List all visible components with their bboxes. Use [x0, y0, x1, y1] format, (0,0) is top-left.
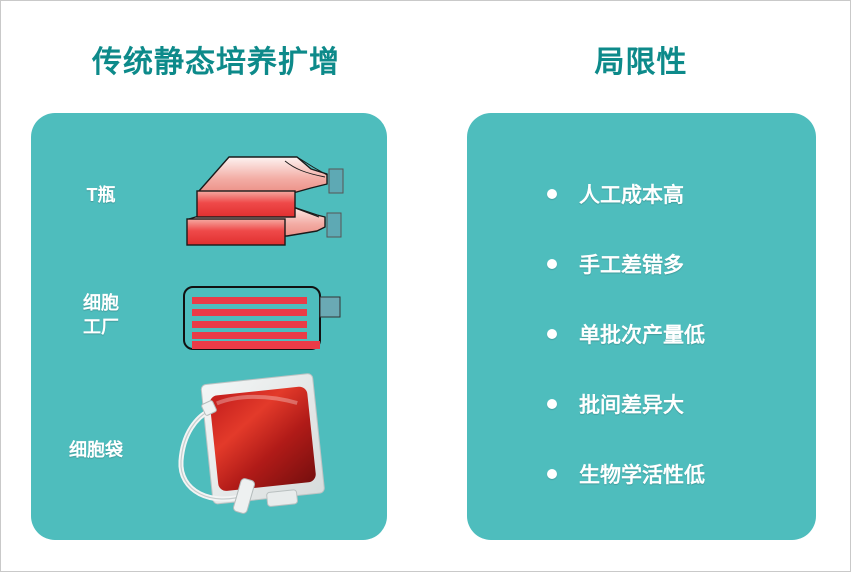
equipment-label-cell-bag: 细胞袋 — [69, 440, 123, 460]
t-flask-icon — [186, 156, 344, 246]
right-column-title: 局限性 — [594, 46, 688, 79]
list-item-label: 人工成本高 — [579, 184, 684, 207]
cell-bag-icon — [178, 373, 325, 514]
bullet-dot-icon — [547, 399, 557, 409]
list-item: 生物学活性低 — [547, 439, 807, 509]
list-item: 人工成本高 — [547, 159, 807, 229]
bullet-dot-icon — [547, 259, 557, 269]
equipment-label-t-flask: T瓶 — [86, 185, 116, 205]
list-item: 手工差错多 — [547, 229, 807, 299]
list-item: 单批次产量低 — [547, 299, 807, 369]
list-item-label: 手工差错多 — [579, 254, 684, 277]
bullet-dot-icon — [547, 329, 557, 339]
list-item: 批间差异大 — [547, 369, 807, 439]
list-item-label: 生物学活性低 — [579, 464, 705, 487]
bullet-dot-icon — [547, 469, 557, 479]
limitations-panel — [467, 113, 816, 540]
list-item-label: 单批次产量低 — [579, 324, 705, 347]
cell-factory-icon — [183, 286, 341, 350]
limitations-list: 人工成本高 手工差错多 单批次产量低 批间差异大 生物学活性低 — [547, 159, 807, 509]
equipment-label-cell-factory: 细胞 工厂 — [83, 293, 119, 338]
list-item-label: 批间差异大 — [579, 394, 684, 417]
left-column-title: 传统静态培养扩增 — [92, 46, 340, 79]
bullet-dot-icon — [547, 189, 557, 199]
